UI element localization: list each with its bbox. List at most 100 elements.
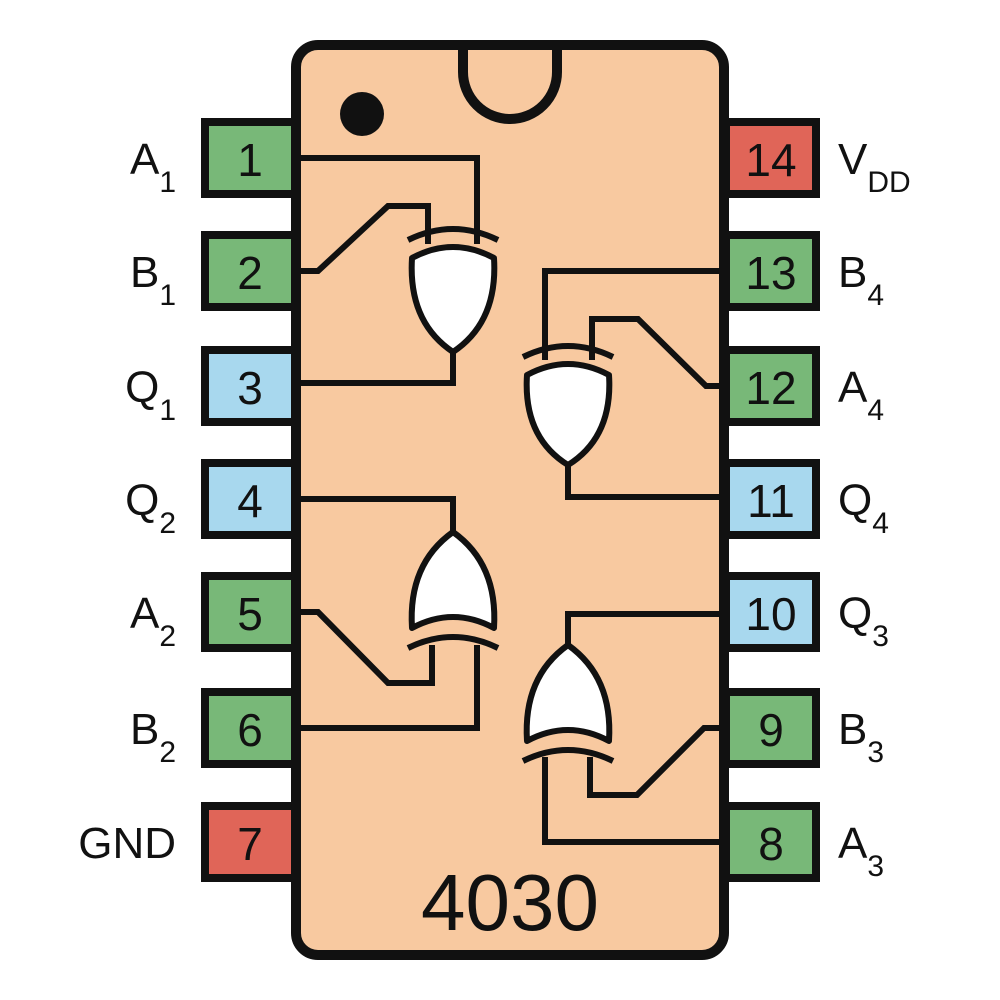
pin-7-name-label: GND <box>78 819 176 868</box>
pin-2-name-label: B1 <box>130 248 176 312</box>
pin-2-name: B <box>130 248 159 297</box>
wire-pin5-to-gate2 <box>300 609 435 686</box>
pin-2: 2B1 <box>130 231 299 312</box>
pin-3-number: 3 <box>237 362 263 414</box>
pin-4-name-label: Q2 <box>125 476 176 540</box>
pin-8-number: 8 <box>758 818 784 870</box>
pin-14-number: 14 <box>745 134 796 186</box>
pin-5-name: A <box>130 589 160 638</box>
pin-13-box <box>722 231 820 311</box>
pin-12-name: A <box>838 363 868 412</box>
pin-7-number: 7 <box>237 818 263 870</box>
pin-4-box <box>201 459 299 539</box>
pin-1-subscript: 1 <box>159 166 176 199</box>
pin-12-name-label: A4 <box>838 363 884 427</box>
wire-pin12-to-gate4 <box>589 316 720 389</box>
pin-11-box <box>722 459 820 539</box>
wire-pin13-to-gate4 <box>542 268 720 360</box>
pin-12: 12 A4 <box>722 346 884 427</box>
xor-gate-1-body <box>408 244 498 355</box>
xor-gate-2 <box>406 529 500 651</box>
pin-6-number: 6 <box>237 704 263 756</box>
pin-1-number: 1 <box>237 134 263 186</box>
pin-5-name-label: A2 <box>130 589 176 653</box>
part-number-label: 4030 <box>421 858 599 947</box>
pin-14-subscript: DD <box>867 166 910 199</box>
pin-6-name: B <box>130 705 159 754</box>
pin-9-subscript: 3 <box>867 736 884 769</box>
xor-gate-3-input-arc <box>521 747 615 764</box>
pin-7: 7 GND <box>78 802 299 882</box>
pin-1-name-label: A1 <box>130 135 176 199</box>
pin-8-box <box>722 802 820 882</box>
wire-pin9-to-gate3 <box>587 725 720 798</box>
pin-11-subscript: 4 <box>872 507 889 540</box>
wire-gate1-to-pin3 <box>300 352 456 386</box>
pin-9-number: 9 <box>758 704 784 756</box>
pin-10-name: Q <box>838 589 872 638</box>
pin-11-name-label: Q4 <box>838 476 889 540</box>
xor-gate-4 <box>521 343 615 468</box>
wire-gate3-to-pin10 <box>565 611 720 645</box>
xor-gate-4-input-arc <box>521 343 615 360</box>
xor-gate-4-body <box>523 361 613 468</box>
pin-7-box <box>201 802 299 882</box>
pin-12-box <box>722 346 820 426</box>
pin-12-subscript: 4 <box>867 394 884 427</box>
xor-gate-3 <box>521 642 615 764</box>
pin-4-name: Q <box>125 476 159 525</box>
wire-pin8-to-gate3 <box>542 757 720 845</box>
pin-4-number: 4 <box>237 475 263 527</box>
pin1-indicator-dot <box>340 92 384 136</box>
pin-14-name: V <box>838 135 868 184</box>
wire-pin1-to-gate1 <box>300 155 480 244</box>
pin-5-subscript: 2 <box>159 620 176 653</box>
pin-2-subscript: 1 <box>159 279 176 312</box>
pin-14-name-label: VDD <box>838 135 911 199</box>
pin-6-box <box>201 688 299 768</box>
pin-13-subscript: 4 <box>867 279 884 312</box>
pin-13-number: 13 <box>745 247 796 299</box>
xor-gate-1 <box>406 226 500 355</box>
wire-gate4-to-pin11 <box>565 465 720 500</box>
pin-9-name-label: B3 <box>838 705 884 769</box>
pin-13-name-label: B4 <box>838 248 884 312</box>
pin-13: 13 B4 <box>722 231 884 312</box>
xor-gate-3-body <box>523 642 613 744</box>
pin-4-subscript: 2 <box>159 507 176 540</box>
pin-5-box <box>201 572 299 652</box>
pin-6: 6 B2 <box>130 688 299 769</box>
pin-6-subscript: 2 <box>159 736 176 769</box>
xor-gates <box>406 226 615 764</box>
xor-gate-1-input-arc <box>406 226 500 243</box>
wire-pin2-to-gate1 <box>300 203 431 274</box>
pin-14: 14 VDD <box>722 118 911 199</box>
chip-notch <box>458 45 562 124</box>
wire-gate2-to-pin4 <box>300 496 456 532</box>
internal-wiring <box>300 155 720 845</box>
pin-7-name: GND <box>78 819 176 868</box>
pin-3-subscript: 1 <box>159 394 176 427</box>
pin-9: 9 B3 <box>722 688 884 769</box>
pin-9-box <box>722 688 820 768</box>
pin-2-box <box>201 231 299 311</box>
pin-5-number: 5 <box>237 588 263 640</box>
pin-8-name: A <box>838 819 868 868</box>
pin-3-name: Q <box>125 363 159 412</box>
pin-13-name: B <box>838 248 867 297</box>
xor-gate-2-body <box>408 529 498 631</box>
pin-4: 4 Q2 <box>125 459 299 540</box>
pin-6-name-label: B2 <box>130 705 176 769</box>
pin-10-number: 10 <box>745 588 796 640</box>
pin-12-number: 12 <box>745 362 796 414</box>
wire-pin6-to-gate2 <box>300 645 480 731</box>
pin-10-box <box>722 572 820 652</box>
pin-1-box <box>201 118 299 198</box>
pin-3-name-label: Q1 <box>125 363 176 427</box>
pin-3-box <box>201 346 299 426</box>
